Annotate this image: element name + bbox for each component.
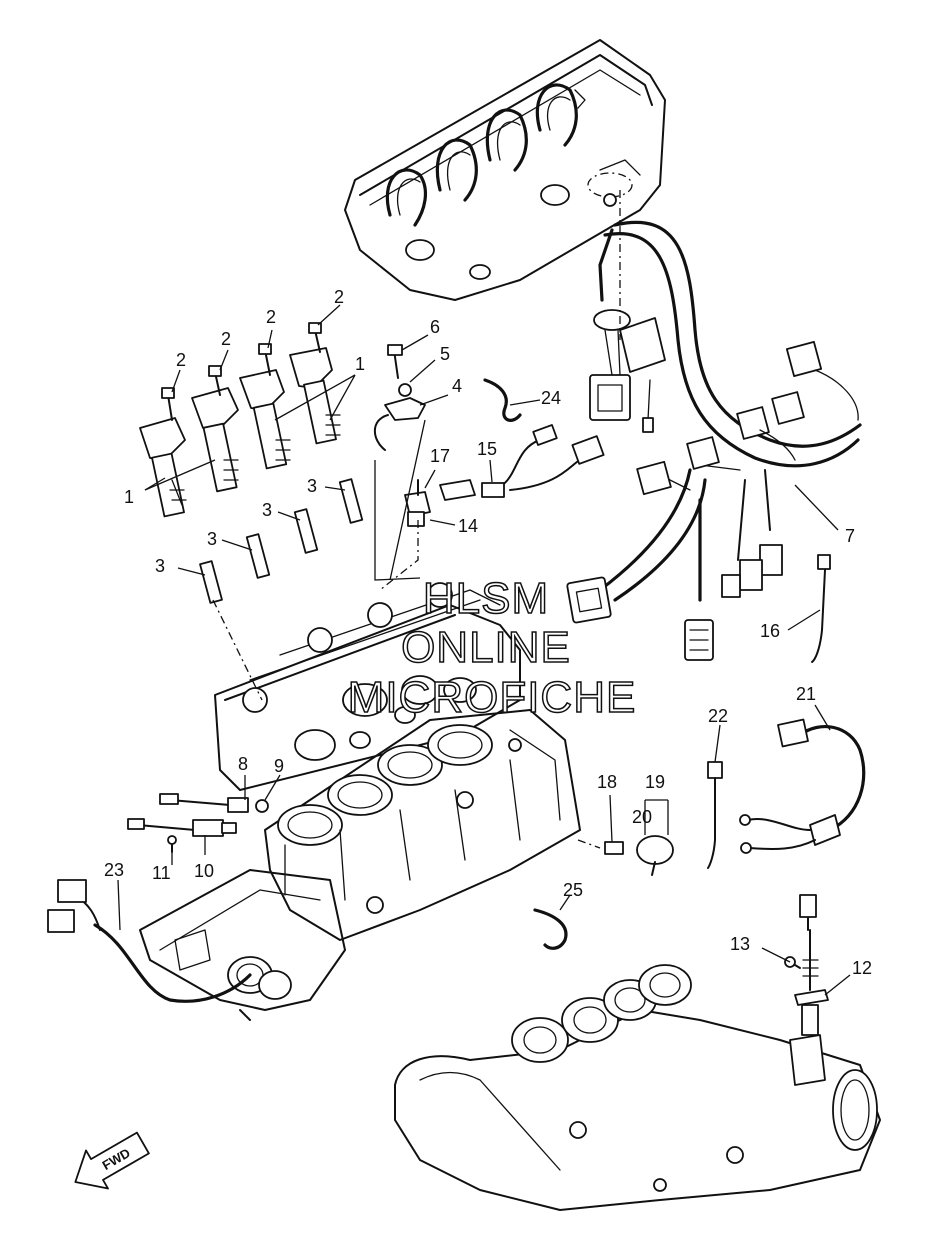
intake-plenum (344, 39, 666, 301)
callout-23: 23 (104, 860, 124, 880)
engine-sensors (127, 793, 269, 853)
callout-13: 13 (730, 934, 750, 954)
wire-harness (566, 220, 862, 661)
callout-2: 2 (266, 307, 276, 327)
callout-17: 17 (430, 446, 450, 466)
cable-ties (533, 554, 831, 950)
watermark: HLSM ONLINE MICROFICHE (347, 573, 637, 723)
callout-19: 19 (645, 772, 665, 792)
callout-3: 3 (307, 476, 317, 496)
callout-3: 3 (262, 500, 272, 520)
callout-11: 11 (152, 863, 171, 883)
ignition-coils (139, 347, 341, 518)
fwd-arrow-icon: FWD (74, 1131, 150, 1190)
callout-21: 21 (796, 684, 816, 704)
callout-9: 9 (274, 756, 284, 776)
callout-3: 3 (207, 529, 217, 549)
cylinder-head (214, 582, 521, 791)
bracket-parts (373, 344, 426, 451)
callout-25: 25 (563, 880, 583, 900)
callout-15: 15 (477, 439, 497, 459)
watermark-line-1: HLSM (423, 574, 549, 623)
crankcase (139, 869, 346, 1021)
alignment-lines (212, 190, 621, 701)
callout-7: 7 (845, 526, 855, 546)
callout-22: 22 (708, 706, 728, 726)
callout-leaders (117, 304, 851, 996)
cylinder-block (264, 709, 581, 941)
cable-tie-24 (483, 378, 522, 422)
callout-3: 3 (155, 556, 165, 576)
exhaust-manifold (394, 964, 881, 1211)
callout-2: 2 (221, 329, 231, 349)
callout-8: 8 (238, 754, 248, 774)
sensor-assembly (404, 424, 605, 527)
exhaust-sensor (784, 894, 829, 1036)
coil-bolts (161, 322, 322, 421)
callout-2: 2 (334, 287, 344, 307)
callout-20: 20 (632, 807, 652, 827)
callout-24: 24 (541, 388, 561, 408)
callout-12: 12 (852, 958, 872, 978)
watermark-line-2: ONLINE (401, 623, 571, 672)
callout-18: 18 (597, 772, 617, 792)
callout-6: 6 (430, 317, 440, 337)
harness-23 (47, 879, 252, 1003)
callouts: 1 1 2 2 2 2 3 3 3 3 4 5 6 7 8 9 10 11 12… (104, 287, 872, 978)
callout-16: 16 (760, 621, 780, 641)
callout-14: 14 (458, 516, 478, 536)
callout-5: 5 (440, 344, 450, 364)
callout-4: 4 (452, 376, 462, 396)
harness-21 (739, 718, 866, 854)
callout-1: 1 (124, 487, 134, 507)
callout-10: 10 (194, 861, 214, 881)
sensor-19 (577, 835, 674, 876)
watermark-line-3: MICROFICHE (348, 673, 637, 722)
spark-plugs (199, 478, 364, 604)
callout-1: 1 (355, 354, 365, 374)
callout-2: 2 (176, 350, 186, 370)
